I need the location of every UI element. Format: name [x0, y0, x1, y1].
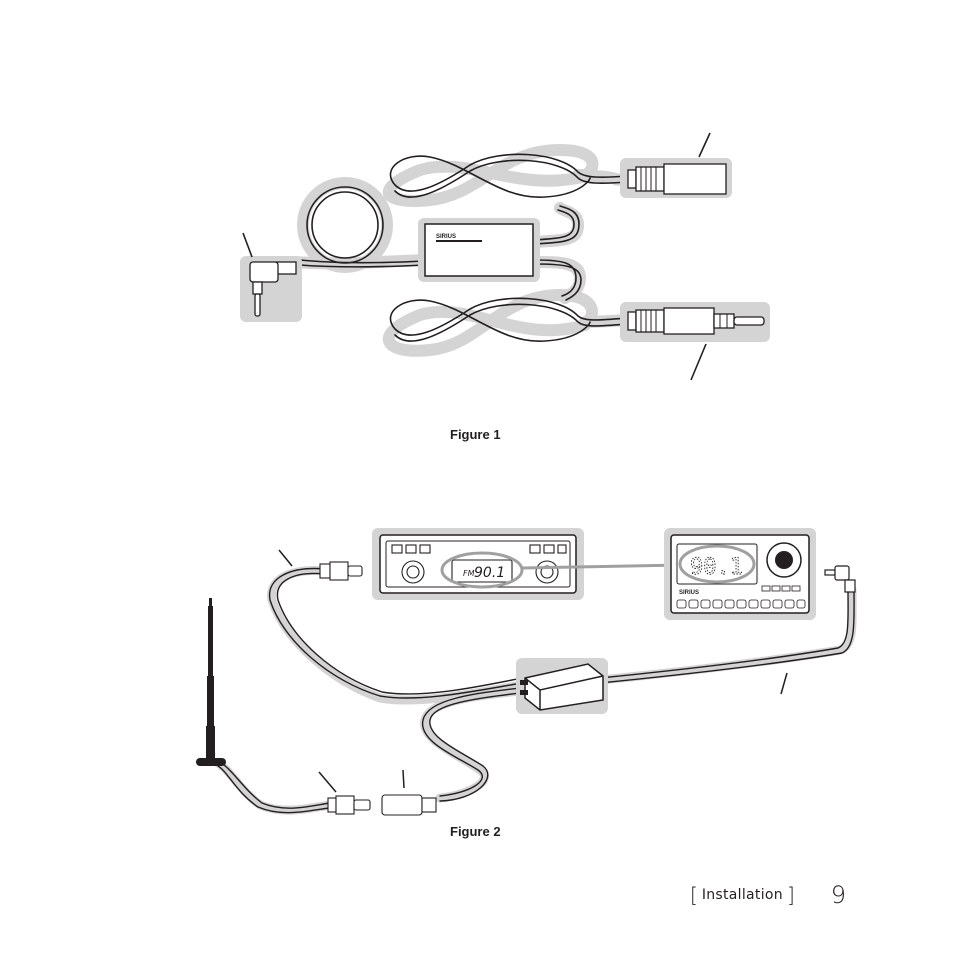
sirius-display-frequency: 90.1	[690, 555, 743, 580]
figure-2-caption: Figure 2	[450, 824, 501, 839]
figure-1-caption: Figure 1	[450, 427, 501, 442]
footer-bracket-close: ]	[786, 883, 795, 907]
page-footer: [ Installation ] 9	[690, 878, 870, 912]
footer-bracket-open: [	[690, 883, 698, 907]
figure-2-illustration: FM 90.1 90.1 SIRIUS	[196, 528, 857, 816]
car-radio-band: FM	[463, 569, 475, 578]
figure-1-illustration: SIRIUS	[240, 132, 770, 381]
footer-section-title: Installation	[701, 887, 783, 903]
car-radio-frequency: 90.1	[474, 565, 505, 581]
page-number: 9	[830, 881, 847, 909]
sirius-receiver-brand: SIRIUS	[679, 590, 699, 596]
adapter-brand-label: SIRIUS	[436, 234, 456, 240]
